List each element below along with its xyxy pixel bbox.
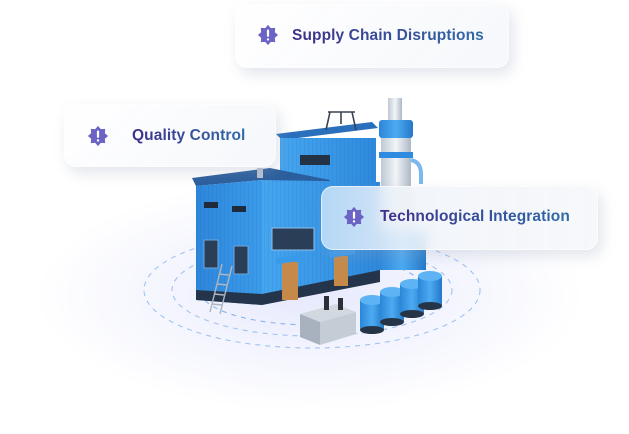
alert-badge-icon <box>87 125 109 147</box>
card-label: Supply Chain Disruptions <box>292 27 484 44</box>
alert-badge-icon <box>343 206 365 228</box>
generator-unit <box>300 296 356 345</box>
card-label: Quality Control <box>132 127 246 144</box>
ladder <box>209 263 233 315</box>
card-supply-chain-disruptions: Supply Chain Disruptions <box>235 4 509 68</box>
card-label: Technological Integration <box>380 208 570 225</box>
factory-upper-block <box>276 111 378 182</box>
card-technological-integration: Technological Integration <box>321 186 598 250</box>
card-quality-control: Quality Control <box>64 104 276 167</box>
storage-tanks <box>360 271 442 334</box>
alert-badge-icon <box>257 24 279 46</box>
